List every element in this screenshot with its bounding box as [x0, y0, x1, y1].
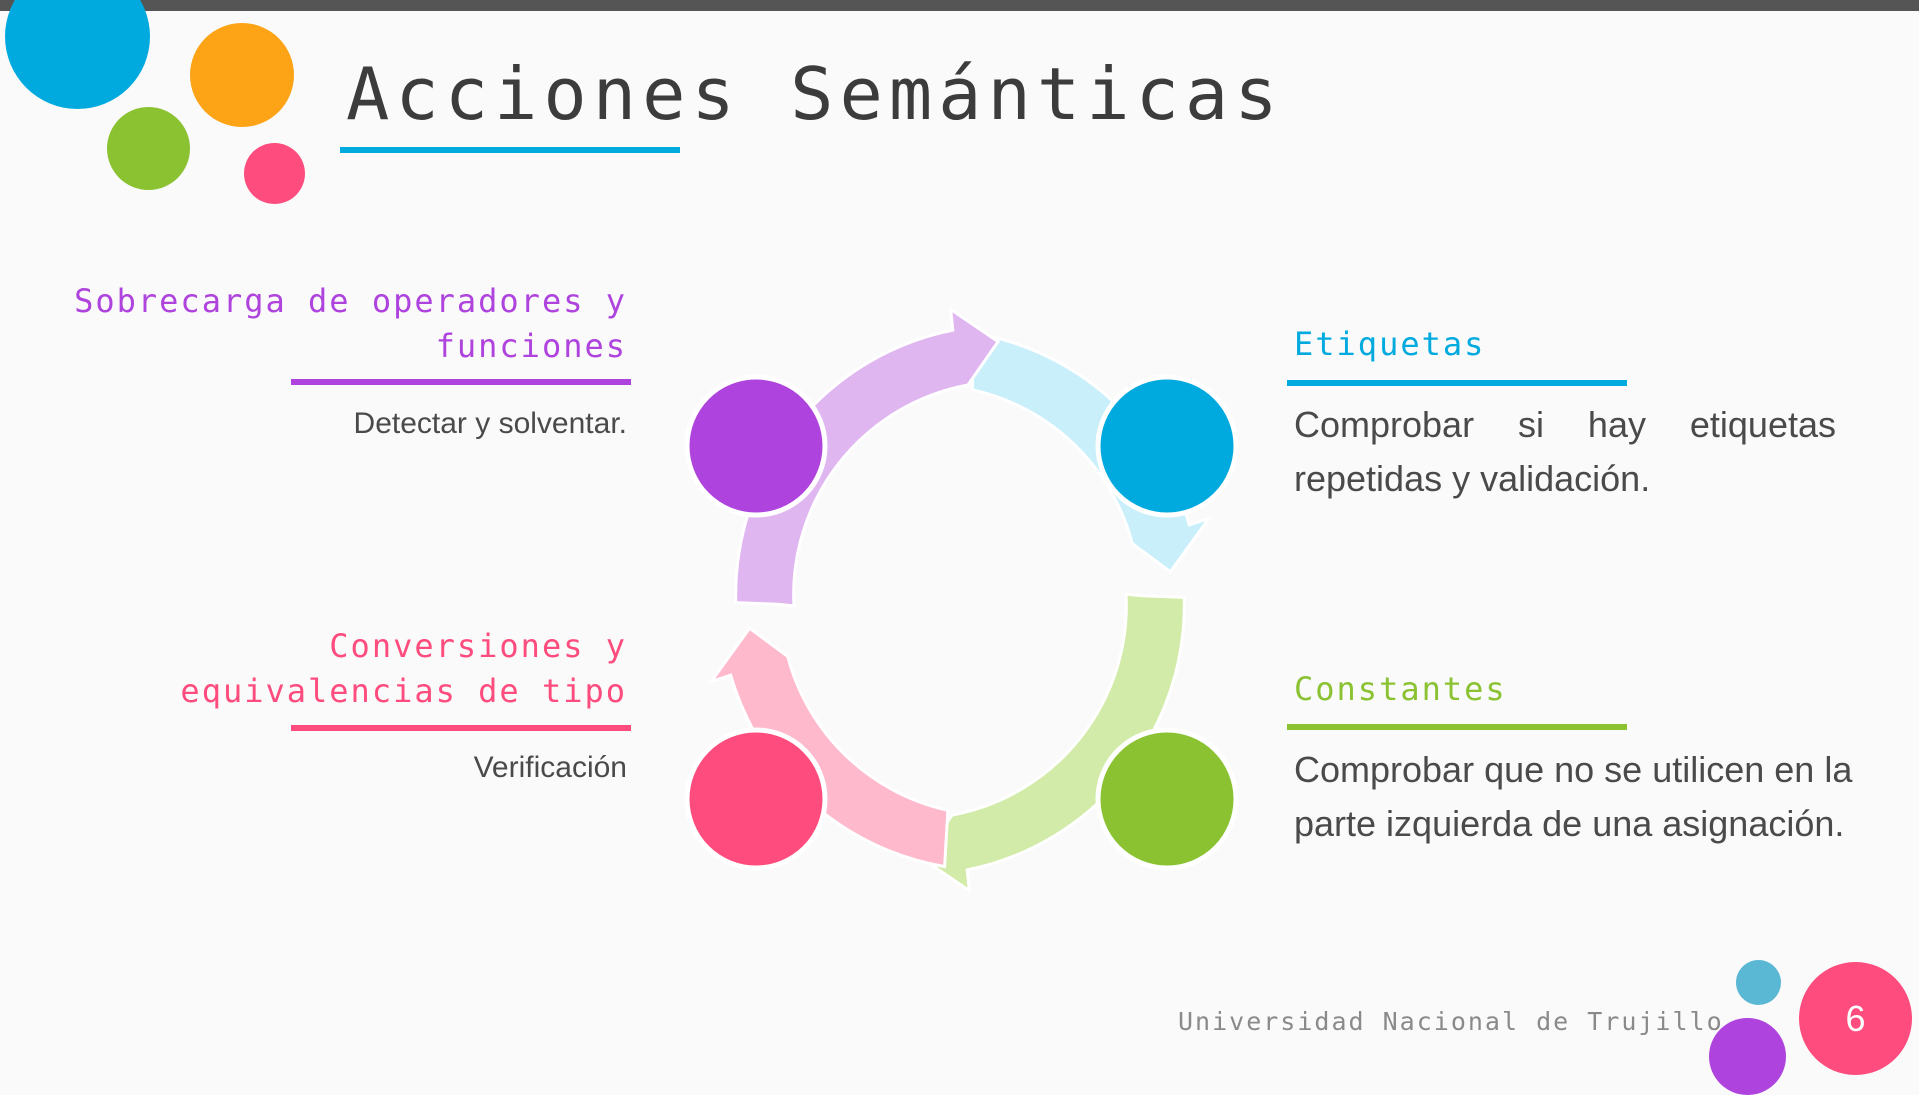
underline-etiquetas — [1287, 380, 1627, 386]
heading-etiquetas: Etiquetas — [1294, 325, 1486, 363]
heading-conversiones-line-2: equivalencias de tipo — [180, 672, 627, 710]
decor-circle-orange — [190, 23, 294, 127]
heading-sobrecarga: Sobrecarga de operadores y funciones — [74, 279, 627, 369]
title-underline — [340, 147, 680, 153]
desc-conversiones: Verificación — [473, 751, 627, 784]
desc-sobrecarga: Detectar y solventar. — [353, 407, 627, 440]
arc-green — [919, 592, 1186, 894]
heading-conversiones-line-1: Conversiones y — [329, 627, 627, 665]
underline-conversiones — [291, 725, 631, 731]
page-number: 6 — [1799, 962, 1912, 1075]
arc-pink — [707, 626, 950, 869]
decor-circle-blue — [5, 0, 150, 109]
node-pink — [684, 727, 828, 871]
underline-sobrecarga — [291, 379, 631, 385]
slide-title: Acciones Semánticas — [346, 52, 1284, 136]
decor-circle-teal — [1736, 960, 1781, 1005]
heading-constantes: Constantes — [1294, 670, 1507, 708]
heading-sobrecarga-line-1: Sobrecarga de operadores y — [74, 282, 627, 320]
decor-circle-pink — [244, 143, 305, 204]
cycle-diagram — [684, 306, 1239, 894]
decor-circle-green — [107, 107, 190, 190]
top-bar — [0, 0, 1919, 11]
node-purple — [684, 374, 828, 518]
heading-sobrecarga-line-2: funciones — [435, 327, 627, 365]
decor-circle-purple — [1709, 1018, 1786, 1095]
footer-university: Universidad Nacional de Trujillo — [1178, 1007, 1724, 1036]
desc-constantes: Comprobar que no se utilicen en la parte… — [1294, 749, 1853, 844]
node-blue — [1095, 374, 1239, 518]
node-green — [1095, 727, 1239, 871]
heading-conversiones: Conversiones y equivalencias de tipo — [180, 624, 627, 714]
underline-constantes — [1287, 724, 1627, 730]
desc-etiquetas: Comprobar si hay etiquetas repetidas y v… — [1294, 404, 1836, 499]
